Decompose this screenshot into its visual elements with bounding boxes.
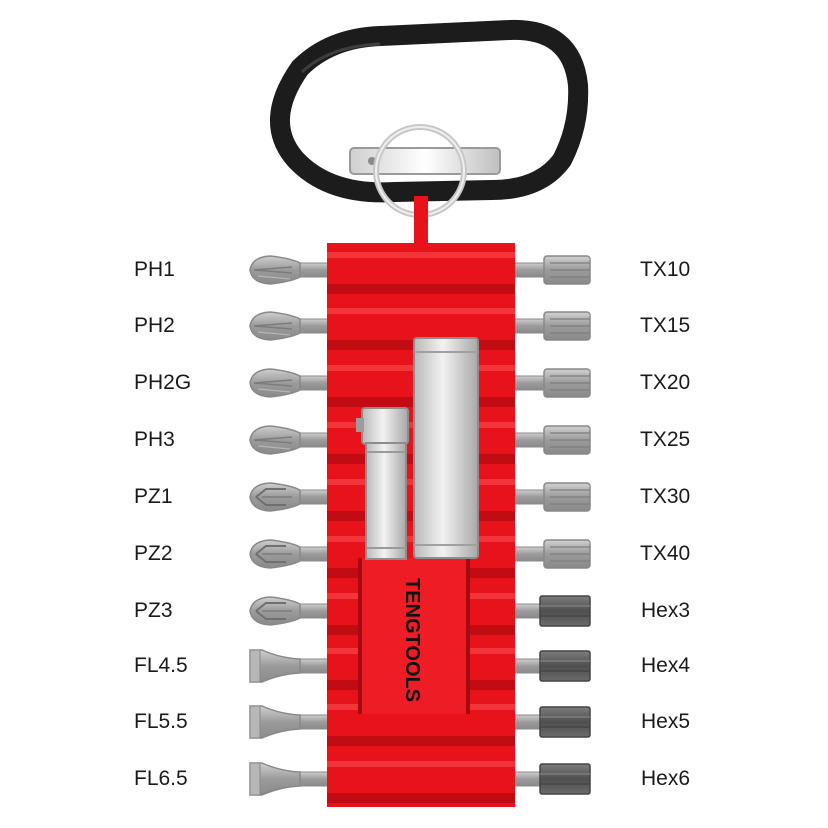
bit-right-hex6[interactable] — [511, 763, 591, 795]
holder-rib-highlight — [327, 252, 515, 258]
bit-right-tx10[interactable] — [511, 255, 591, 285]
bit-left-ph3[interactable] — [249, 425, 331, 455]
holder-rib — [327, 793, 515, 803]
bit-left-fl4.5[interactable] — [249, 649, 331, 683]
holder-rib-highlight — [327, 308, 515, 314]
carabiner[interactable]: TENGTOOLS — [269, 19, 589, 203]
label-right-hex3: Hex3 — [641, 599, 691, 622]
label-left-pz3: PZ3 — [134, 599, 173, 622]
label-left-ph2: PH2 — [134, 314, 175, 337]
bit-right-tx30[interactable] — [511, 482, 591, 512]
bit-right-hex4[interactable] — [511, 650, 591, 682]
bit-left-ph1[interactable] — [249, 255, 331, 285]
label-left-fl6.5: FL6.5 — [134, 767, 188, 790]
label-right-hex4: Hex4 — [641, 654, 691, 677]
quick-release-adapter[interactable] — [356, 407, 409, 560]
bit-right-hex3[interactable] — [511, 595, 591, 627]
label-right-hex5: Hex5 — [641, 710, 691, 733]
label-right-hex6: Hex6 — [641, 767, 691, 790]
bit-left-pz2[interactable] — [249, 539, 331, 569]
carabiner-logo-text: TENGTOOLS — [373, 41, 467, 64]
bit-left-fl6.5[interactable] — [249, 762, 331, 796]
holder-logo-text: TENGTOOLS — [401, 578, 423, 702]
holder-rib — [327, 284, 515, 294]
label-left-fl5.5: FL5.5 — [134, 710, 188, 733]
bit-right-tx15[interactable] — [511, 311, 591, 341]
label-left-fl4.5: FL4.5 — [134, 654, 188, 677]
bit-left-ph2[interactable] — [249, 311, 331, 341]
bit-left-pz3[interactable] — [249, 596, 331, 626]
carabiner-logo: TENGTOOLS — [373, 41, 467, 64]
bit-left-pz1[interactable] — [249, 482, 331, 512]
label-left-ph3: PH3 — [134, 428, 175, 451]
label-right-tx30: TX30 — [640, 485, 691, 508]
label-right-tx40: TX40 — [640, 542, 691, 565]
bit-right-tx40[interactable] — [511, 539, 591, 569]
label-right-tx15: TX15 — [640, 314, 691, 337]
holder-center-pocket — [360, 558, 468, 714]
label-left-ph2g: PH2G — [134, 371, 192, 394]
label-left-pz2: PZ2 — [134, 542, 173, 565]
bit-left-ph2g[interactable] — [249, 368, 331, 398]
label-right-tx20: TX20 — [640, 371, 691, 394]
holder-rib-highlight — [327, 761, 515, 767]
bit-right-hex5[interactable] — [511, 706, 591, 738]
magnetic-bit-sleeve[interactable] — [413, 337, 479, 559]
bit-right-tx20[interactable] — [511, 368, 591, 398]
holder-strap — [414, 196, 428, 246]
bit-right-tx25[interactable] — [511, 425, 591, 455]
label-left-pz1: PZ1 — [134, 485, 173, 508]
label-right-tx25: TX25 — [640, 428, 691, 451]
label-left-ph1: PH1 — [134, 258, 175, 281]
holder-rib — [327, 736, 515, 746]
bits-left-column — [249, 255, 331, 796]
label-right-tx10: TX10 — [640, 258, 691, 281]
bit-left-fl5.5[interactable] — [249, 705, 331, 739]
bits-right-column — [511, 255, 591, 795]
